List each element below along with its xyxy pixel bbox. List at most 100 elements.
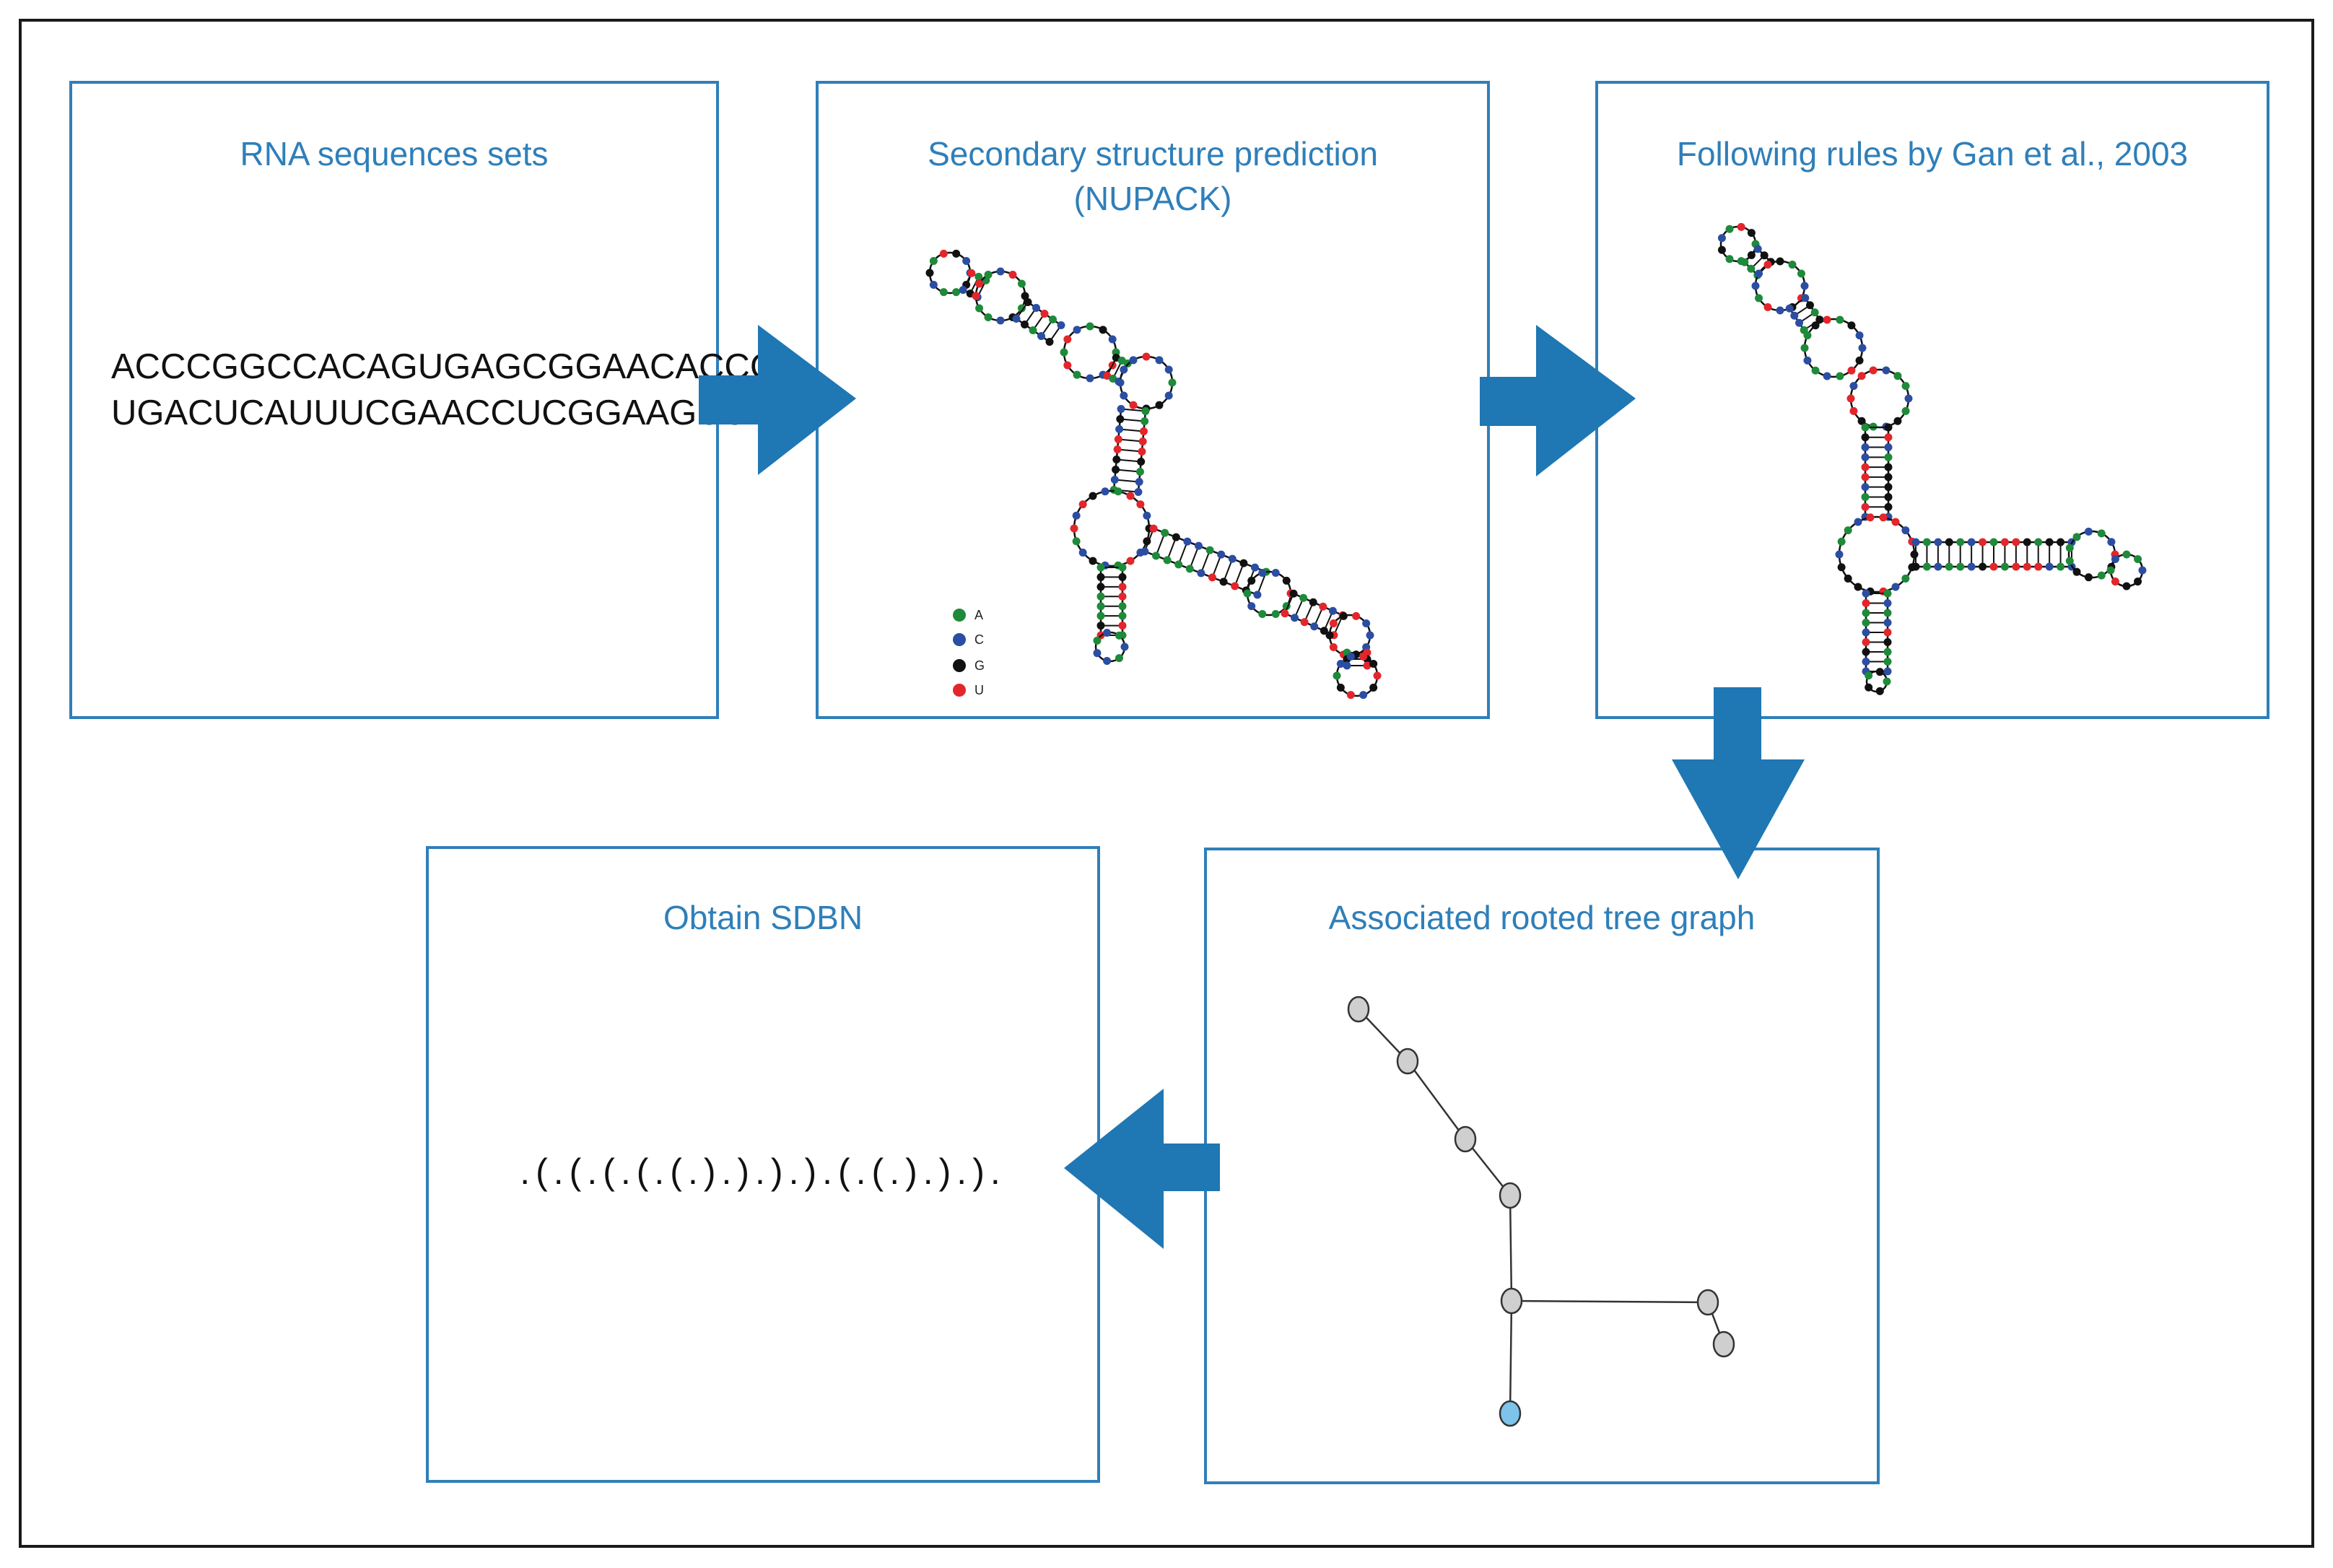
nucleotide-dot (1141, 547, 1149, 556)
nucleotide-dot (1866, 513, 1875, 522)
sdbn-title: Obtain SDBN (663, 899, 863, 936)
nucleotide-dot (1118, 563, 1127, 572)
base-pair (1143, 528, 1155, 552)
nucleotide-dot (1910, 550, 1919, 559)
nucleotide-dot (1195, 541, 1203, 550)
nucleotide-dot (1747, 229, 1756, 238)
nucleotide-dot (984, 313, 993, 321)
nucleotide-dot (1862, 658, 1870, 666)
nucleotide-dot (1136, 500, 1145, 509)
nucleotide-dot (1835, 550, 1844, 559)
nucleotide-dot (1861, 492, 1870, 501)
nucleotide-dot (1875, 687, 1884, 695)
nucleotide-dot (1882, 366, 1891, 375)
nucleotide-dot (1271, 610, 1280, 619)
nucleotide-dot (1862, 628, 1870, 637)
nucleotide-dot (2111, 554, 2119, 563)
nucleotide-dot (1134, 488, 1143, 497)
nucleotide-dot (1164, 391, 1173, 400)
nucleotide-dot (1243, 589, 1252, 598)
nucleotide-dot (1155, 356, 1164, 365)
nucleotide-dot (1099, 326, 1107, 334)
nucleotide-dot (1120, 391, 1128, 400)
nucleotide-dot (1823, 372, 1831, 380)
secondary-structure-title: Secondary structure prediction (NUPACK) (819, 131, 1487, 221)
nucleotide-dot (996, 267, 1005, 276)
nucleotide-dot (1884, 502, 1893, 511)
nucleotide-dot (925, 269, 934, 277)
nucleotide-dot (962, 257, 971, 266)
nucleotide-dot (1115, 424, 1124, 433)
tree-node (1396, 1047, 1419, 1075)
nucleotide-dot (1118, 572, 1127, 581)
tree-node (1500, 1287, 1523, 1315)
nucleotide-dot (1753, 245, 1762, 253)
nucleotide-dot (1862, 619, 1870, 627)
nucleotide-dot (1228, 554, 1237, 563)
legend-label-u: U (974, 683, 984, 697)
nucleotide-dot (2034, 562, 2043, 571)
base-pair (1189, 545, 1200, 570)
nucleotide-dot (1904, 394, 1913, 403)
nucleotide-dot (1884, 443, 1893, 452)
nucleotide-dot (1836, 315, 1844, 324)
base-pair (1120, 408, 1146, 412)
nucleotide-dot (1247, 602, 1256, 611)
nucleotide-dot (1063, 361, 1072, 370)
nucleotide-dot (1893, 417, 1902, 425)
nucleotide-dot (1346, 652, 1355, 661)
nucleotide-dot (1861, 483, 1870, 492)
nucleotide-dot (1093, 636, 1102, 645)
nucleotide-dot (1861, 433, 1870, 442)
nucleotide-dot (1103, 656, 1112, 665)
nucleotide-dot (1163, 556, 1172, 565)
nucleotide-dot (939, 249, 948, 258)
nucleotide-dot (1837, 563, 1846, 572)
rna-sequences-box: RNA sequences sets ACCCGGCCACAGUGAGCGGAA… (69, 81, 803, 719)
nucleotide-dot (1883, 628, 1892, 637)
nucleotide-dot (1247, 576, 1256, 585)
nucleotide-dot (1884, 463, 1893, 471)
nucleotide-dot (1861, 473, 1870, 482)
nucleotide-dot (1021, 320, 1029, 328)
nucleotide-dot (1037, 331, 1046, 340)
nucleotide-dot (1346, 691, 1355, 700)
nucleotide-dot (1112, 455, 1121, 463)
nucleotide-dot (1101, 487, 1109, 496)
nucleotide-dot (1861, 463, 1870, 471)
nucleotide-dot (1129, 401, 1138, 409)
nucleotide-dot (1310, 622, 1319, 631)
nucleotide-dot (1126, 492, 1135, 500)
nucleotide-dot (1883, 677, 1891, 686)
nucleotide-dot (996, 316, 1005, 325)
nucleotide-dot (1073, 326, 1081, 334)
nucleotide-dot (1861, 423, 1870, 432)
base-pair (1118, 438, 1143, 443)
right-arrow-icon (1480, 325, 1636, 476)
nucleotide-dot (1029, 326, 1037, 334)
tree-node (1712, 1330, 1735, 1358)
nucleotide-dot (1258, 568, 1267, 577)
base-pair (1234, 562, 1244, 587)
nucleotide-dot (1126, 557, 1135, 565)
nucleotide-dot (2023, 538, 2031, 546)
nucleotide-dot (1844, 574, 1852, 583)
nucleotide-dot (1883, 638, 1892, 646)
nucleotide-dot (1884, 423, 1893, 432)
nucleotide-dot (1795, 318, 1804, 327)
nucleotide-dot (2023, 562, 2031, 571)
nucleotide-dot (2097, 529, 2106, 538)
helix-strand (1804, 297, 1820, 321)
tree-edge (1511, 1299, 1709, 1304)
nucleotide-dot (1854, 518, 1862, 526)
nucleotide-dot (1183, 537, 1192, 546)
nucleotide-dot (1862, 589, 1870, 598)
nucleotide-dot (1116, 414, 1125, 423)
nucleotide-dot (1869, 366, 1878, 375)
nucleotide-dot (1911, 562, 1920, 571)
nucleotide-dot (1329, 619, 1338, 628)
nucleotide-dot (1362, 619, 1371, 628)
nucleotide-dot (1281, 609, 1289, 618)
nucleotide-dot (1174, 560, 1183, 569)
